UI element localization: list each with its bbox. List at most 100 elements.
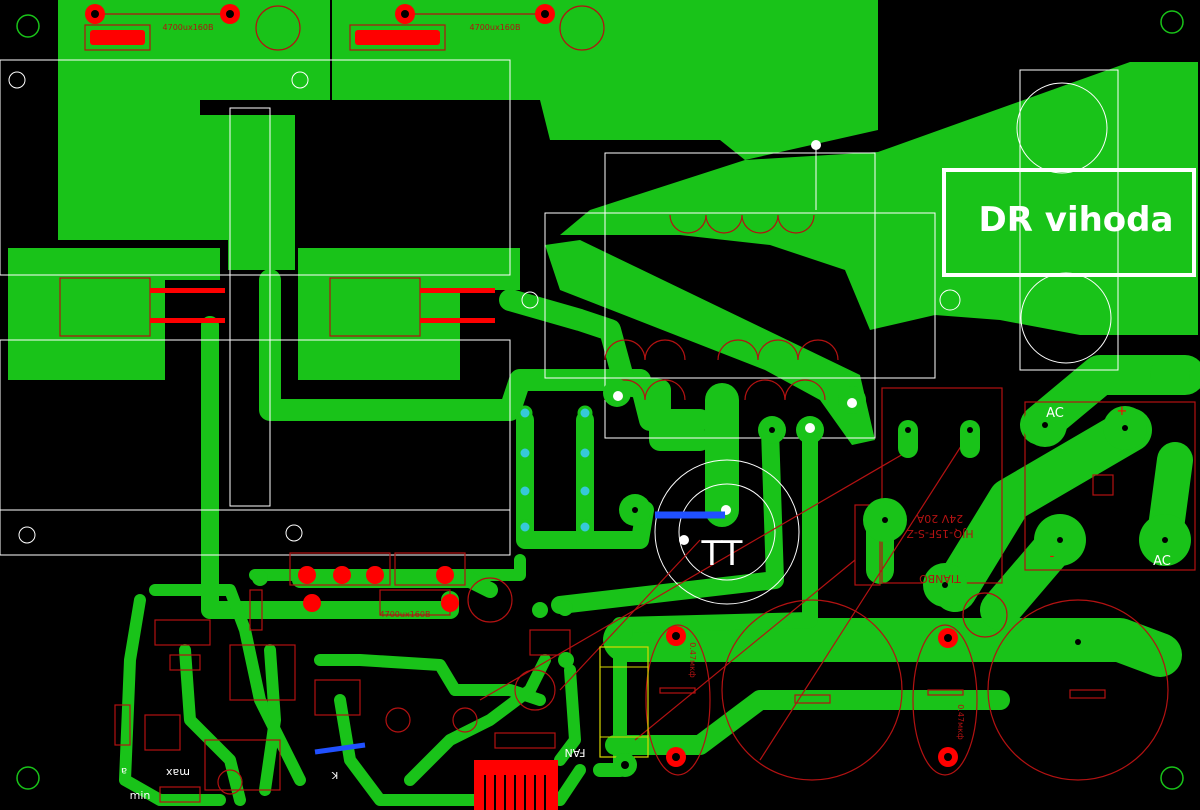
pad-g-ctrl-5 <box>558 652 574 668</box>
cap-circle-right <box>962 592 1008 638</box>
hole-23 <box>632 507 638 513</box>
via-4 <box>517 519 533 535</box>
fan-connector-teeth <box>484 775 546 810</box>
cap-outline-top-2 <box>349 24 446 51</box>
trace-ctrl-8 <box>259 644 281 796</box>
cap-outline-top-1 <box>84 24 151 51</box>
ctrl-cap-1 <box>385 707 411 733</box>
logo-icon-frame <box>941 13 973 41</box>
pad-trans-1a <box>150 288 225 293</box>
pad-g-relay-2 <box>960 420 980 458</box>
dot-1 <box>811 140 821 150</box>
toroid-label: TT <box>701 534 743 574</box>
resistor-row-box <box>289 552 391 586</box>
trace-resistor-row <box>292 572 498 598</box>
corner-holes <box>16 10 1184 790</box>
dr-vihoda-box <box>942 168 1196 277</box>
pad-r5 <box>303 594 321 612</box>
film-cap-2 <box>912 624 978 776</box>
ctrl-res-6 <box>529 629 571 656</box>
mount-hole-4 <box>18 526 36 544</box>
pad-g-relay-1 <box>898 420 918 458</box>
via-7 <box>577 483 593 499</box>
ctrl-cap-2 <box>452 707 478 733</box>
transistor-outline-1 <box>59 277 151 337</box>
red-line-1 <box>559 539 701 691</box>
pad-r3 <box>366 566 384 584</box>
cap-label-2: 4700uх160В <box>470 23 521 32</box>
dot-6 <box>679 535 689 545</box>
trace-ctrl-1 <box>119 594 226 806</box>
pad-r2 <box>333 566 351 584</box>
hole-10 <box>809 665 815 671</box>
jumpers <box>314 511 725 755</box>
via-1 <box>517 405 533 421</box>
hole-17 <box>541 10 549 18</box>
fuse-outline <box>1019 69 1119 371</box>
cap-label-v1: 0.47мкф <box>688 642 697 678</box>
dr-vihoda-label: DR vihoda <box>979 200 1174 240</box>
ctrl-ic-2 <box>229 644 296 701</box>
ctrl-res-2 <box>144 714 181 751</box>
mount-hole-1 <box>8 71 26 89</box>
red-line-2 <box>479 449 911 701</box>
film-cap-mark-1 <box>659 687 696 694</box>
coil-mid-2 <box>717 339 839 361</box>
hole-8 <box>1122 425 1128 431</box>
pad-r4 <box>436 566 454 584</box>
via-3 <box>517 483 533 499</box>
copper-pour-left-transistor <box>8 248 220 380</box>
a-label: a <box>121 765 127 776</box>
corner-hole-bl <box>16 766 40 790</box>
pad-trans-1b <box>150 318 225 323</box>
trace-bottom-bus <box>605 690 1010 755</box>
corner-hole-br <box>1160 766 1184 790</box>
hole-16 <box>401 10 409 18</box>
mount-hole-2 <box>291 71 309 89</box>
hole-13 <box>1075 732 1081 738</box>
transformer-outline-1 <box>604 152 876 439</box>
logo-icon <box>941 11 979 41</box>
ctrl-res-7 <box>249 589 263 631</box>
hole-19 <box>672 753 680 761</box>
hole-1 <box>769 427 775 433</box>
mount-hole-3 <box>521 291 539 309</box>
relay-small-box <box>854 504 881 586</box>
trace-mid-down <box>551 421 784 614</box>
copper-pour-top-right <box>560 62 1198 335</box>
min-label: min <box>130 789 151 802</box>
toroid-inner <box>678 483 776 581</box>
trace-mid-down-2 <box>612 422 818 633</box>
hole-14 <box>91 10 99 18</box>
hole-5 <box>942 582 948 588</box>
cap-circle-top-2 <box>559 5 605 51</box>
outline-bar-1 <box>229 107 271 507</box>
relay-label-2: HJQ-15F-S-Z <box>906 527 974 540</box>
ctrl-ic-3 <box>204 739 281 791</box>
dot-3 <box>847 398 857 408</box>
hole-9 <box>1042 422 1048 428</box>
big-cap-mark-1 <box>794 694 831 704</box>
transformer-outline-2 <box>544 212 936 379</box>
pad-r6 <box>441 594 459 612</box>
pad-g-6 <box>1150 355 1190 395</box>
hole-12 <box>1075 639 1081 645</box>
via-8 <box>577 519 593 535</box>
big-cap-1 <box>721 599 903 781</box>
pad-r1 <box>298 566 316 584</box>
hole-22 <box>621 761 629 769</box>
pad-g-ctrl-3 <box>557 600 573 616</box>
ctrl-ic-1 <box>154 619 211 646</box>
via-2 <box>517 445 533 461</box>
pad-trans-2a <box>420 288 495 293</box>
dot-2 <box>613 391 623 401</box>
cap-label-1: 4700uх160В <box>163 23 214 32</box>
pad-bar-top-1 <box>90 30 145 45</box>
ctrl-cap-4 <box>217 769 243 795</box>
hole-20 <box>944 634 952 642</box>
ctrl-cap-3 <box>514 669 556 711</box>
bridge-outline <box>1024 401 1196 571</box>
copper-bus-diagonal <box>545 240 875 445</box>
minus-label: - <box>1050 549 1055 564</box>
